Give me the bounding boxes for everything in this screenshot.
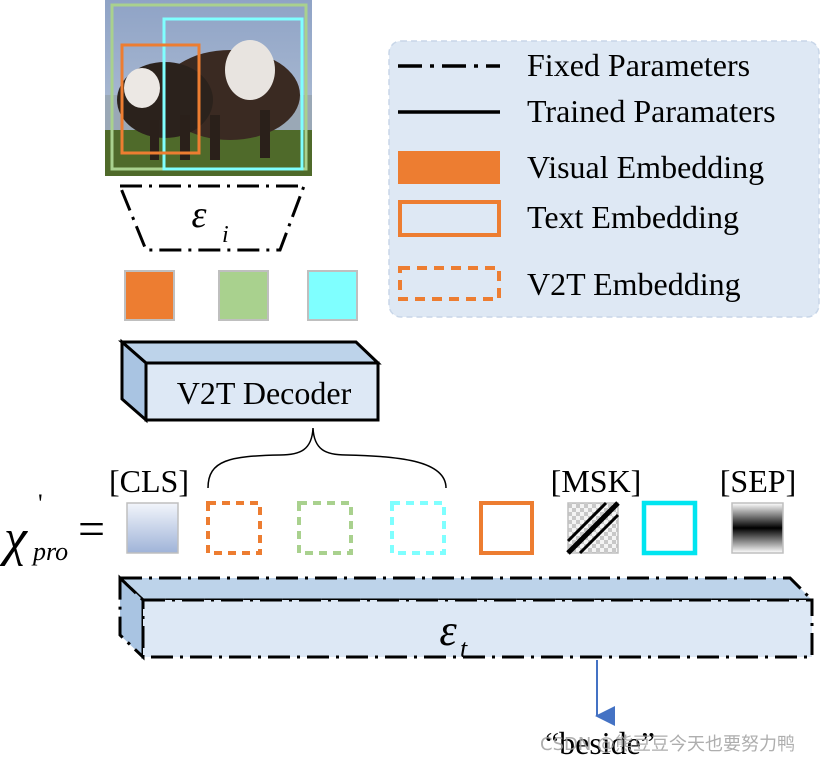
v2t-token-orange [206, 501, 262, 555]
legend-label-text: Text Embedding [527, 199, 739, 235]
msk-token-label: [MSK] [551, 463, 642, 499]
image-encoder-shape [117, 184, 307, 252]
chi-prime: ' [38, 489, 43, 518]
sep-token-label: [SEP] [720, 463, 796, 499]
image-encoder-symbol: ε [192, 194, 207, 236]
input-image [105, 0, 312, 176]
chi-symbol: χ [0, 510, 28, 567]
text-encoder-symbol: ε [439, 606, 457, 655]
visual-embedding-green [218, 270, 269, 321]
output-word: “beside” [545, 725, 655, 759]
v2t-token-green [297, 501, 353, 555]
chi-subscript: pro [31, 537, 68, 566]
text-encoder [116, 574, 816, 661]
v2t-token-cyan [390, 501, 446, 555]
v2t-decoder [118, 338, 382, 424]
legend-label-visual: Visual Embedding [527, 149, 764, 185]
msk-token [566, 501, 620, 555]
visual-embedding-cyan [307, 270, 358, 321]
legend: Fixed Parameters Trained Paramaters Visu… [388, 40, 820, 318]
cls-token-label: [CLS] [109, 463, 189, 499]
cyan-bbox [162, 17, 304, 171]
legend-swatch-v2t [398, 266, 501, 301]
legend-panel [388, 40, 820, 318]
visual-embedding-orange [124, 270, 175, 321]
equals-sign: = [78, 503, 105, 556]
decoder-brace [207, 427, 447, 489]
v2t-decoder-label: V2T Decoder [177, 375, 352, 411]
orange-bbox [120, 43, 201, 155]
text-encoder-subscript: t [460, 634, 468, 663]
legend-swatch-visual [398, 151, 500, 184]
text-token-cyan [641, 500, 698, 556]
legend-label-v2t: V2T Embedding [527, 266, 741, 302]
image-encoder-subscript: i [222, 222, 229, 248]
cls-token [126, 502, 179, 554]
legend-label-fixed: Fixed Parameters [527, 47, 750, 83]
text-token-orange [479, 501, 534, 555]
legend-label-trained: Trained Paramaters [527, 93, 776, 129]
legend-swatch-text [398, 200, 501, 237]
sep-token [731, 502, 784, 554]
watermark: CSDN @熊豆豆今天也要努力鸭 [540, 734, 796, 755]
